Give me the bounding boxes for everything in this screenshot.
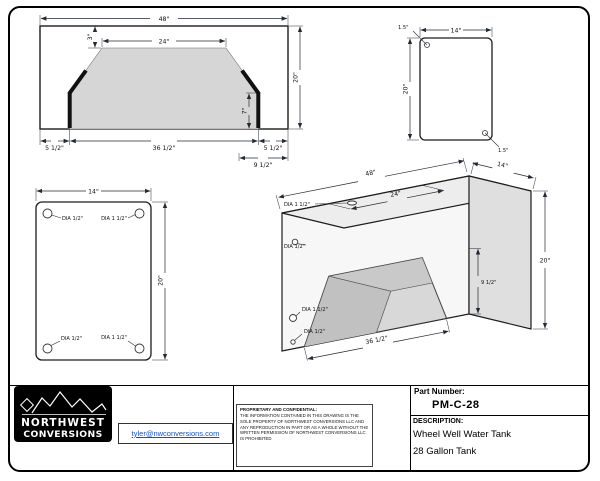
dim-height-label: 20" xyxy=(403,83,410,94)
dim-height-label: 20" xyxy=(293,72,300,83)
callout-corner-top-left: 1.5" xyxy=(398,25,408,31)
logo-diamond xyxy=(19,397,35,413)
logo-line1: NORTHWEST xyxy=(21,417,105,429)
isometric-view: 48" 14" 24" 20" 9 1/2" xyxy=(262,156,592,378)
email-cell: tyler@nwconversions.com xyxy=(118,423,233,444)
dim-cutout-top-label: 24" xyxy=(159,38,170,45)
titleblock-divider-2 xyxy=(410,385,412,470)
dim-cutout-bottom-label: 36 1/2" xyxy=(365,335,389,346)
dim-height-label: 20" xyxy=(540,258,551,265)
front-view-dimensions: 48" 24" 3" 20" 7" xyxy=(39,15,303,169)
end-view: 14" 20" 1.5" 1.5" xyxy=(392,20,517,155)
wheel-well-face xyxy=(69,47,259,130)
description-line1: Wheel Well Water Tank xyxy=(413,429,512,440)
leg-port-large xyxy=(289,314,297,322)
dim-right-leg-label: 5 1/2" xyxy=(264,145,283,152)
description-label: DESCRIPTION: xyxy=(413,418,464,425)
dim-left-leg-label: 5 1/2" xyxy=(45,145,64,152)
bottom-view: 14" 20" DIA 1/2" DIA 1 1/2" DIA 1/2" DIA… xyxy=(18,178,188,383)
corner-radius-mark xyxy=(424,42,430,48)
callout-leg-port-small: DIA 1/2" xyxy=(304,329,325,335)
end-view-dimensions: 14" 20" 1.5" 1.5" xyxy=(398,25,508,154)
dim-width-label: 48" xyxy=(159,16,170,23)
callout-leg-port-large: DIA 1 1/2" xyxy=(302,307,328,313)
proprietary-notice: PROPRIETARY AND CONFIDENTIAL: THE INFORM… xyxy=(236,404,373,467)
dim-depth-label: 14" xyxy=(496,161,508,170)
description-line2: 28 Gallon Tank xyxy=(413,446,477,457)
port-bottom-left xyxy=(42,343,53,354)
dim-width-label: 14" xyxy=(451,27,462,34)
callout-port-bottom-right: DIA 1 1/2" xyxy=(101,335,127,341)
dim-cutout-top-label: 24" xyxy=(390,190,402,199)
callout-corner-bottom-right: 1.5" xyxy=(498,148,508,154)
logo-graphic: NORTHWEST CONVERSIONS xyxy=(19,391,107,440)
port-top-right xyxy=(134,208,145,219)
proprietary-heading: PROPRIETARY AND CONFIDENTIAL: xyxy=(240,407,318,412)
dim-length-label: 48" xyxy=(365,169,377,178)
dim-width-label: 14" xyxy=(88,189,99,196)
callout-port-top-right: DIA 1 1/2" xyxy=(101,216,127,222)
front-view: 48" 24" 3" 20" 7" xyxy=(18,8,318,173)
iso-tank-geometry xyxy=(281,175,532,352)
email-link[interactable]: tyler@nwconversions.com xyxy=(131,429,220,438)
callout-port-bottom-left: DIA 1/2" xyxy=(61,336,82,342)
front-port xyxy=(291,238,299,246)
part-number-value: PM-C-28 xyxy=(432,399,480,411)
end-view-drawing: 14" 20" 1.5" 1.5" xyxy=(398,25,508,154)
end-view-geometry xyxy=(419,37,493,141)
front-view-drawing: 48" 24" 3" 20" 7" xyxy=(39,15,303,169)
bottom-view-dimensions: 14" 20" DIA 1/2" DIA 1 1/2" DIA 1/2" DIA… xyxy=(35,188,168,361)
iso-dimensions: 48" 14" 24" 20" 9 1/2" xyxy=(275,157,551,361)
part-number-label: Part Number: xyxy=(414,387,465,396)
logo-line2: CONVERSIONS xyxy=(23,429,102,440)
dim-cutout-height-label: 9 1/2" xyxy=(254,162,273,169)
mountains-icon xyxy=(31,391,107,414)
leg-port-small xyxy=(290,339,296,345)
dim-leg-vertical-label: 7" xyxy=(242,107,249,114)
callout-front-port: DIA 1/2" xyxy=(284,244,305,250)
callout-top-port: DIA 1 1/2" xyxy=(284,202,310,208)
titleblock-top-line xyxy=(10,385,589,387)
corner-radius-mark xyxy=(482,130,488,136)
top-port xyxy=(347,200,357,206)
callout-port-top-left: DIA 1/2" xyxy=(62,216,83,222)
front-view-geometry xyxy=(39,25,289,130)
port-top-left xyxy=(42,208,53,219)
sheet-border xyxy=(8,6,590,472)
end-face xyxy=(468,175,532,330)
titleblock-divider-1 xyxy=(233,385,235,470)
partnumber-divider-line xyxy=(410,415,589,417)
company-logo: NORTHWEST CONVERSIONS xyxy=(14,386,112,442)
dim-height-label: 20" xyxy=(158,275,165,286)
dim-cutout-height-label: 9 1/2" xyxy=(481,280,496,286)
proprietary-body: THE INFORMATION CONTAINED IN THIS DRAWIN… xyxy=(240,412,369,442)
dim-top-offset-label: 3" xyxy=(87,33,94,40)
dim-cutout-bottom-label: 36 1/2" xyxy=(153,145,176,152)
bottom-view-geometry xyxy=(35,201,152,361)
isometric-view-drawing: 48" 14" 24" 20" 9 1/2" xyxy=(275,157,551,361)
bottom-view-drawing: 14" 20" DIA 1/2" DIA 1 1/2" DIA 1/2" DIA… xyxy=(35,188,168,361)
port-bottom-right xyxy=(134,343,145,354)
